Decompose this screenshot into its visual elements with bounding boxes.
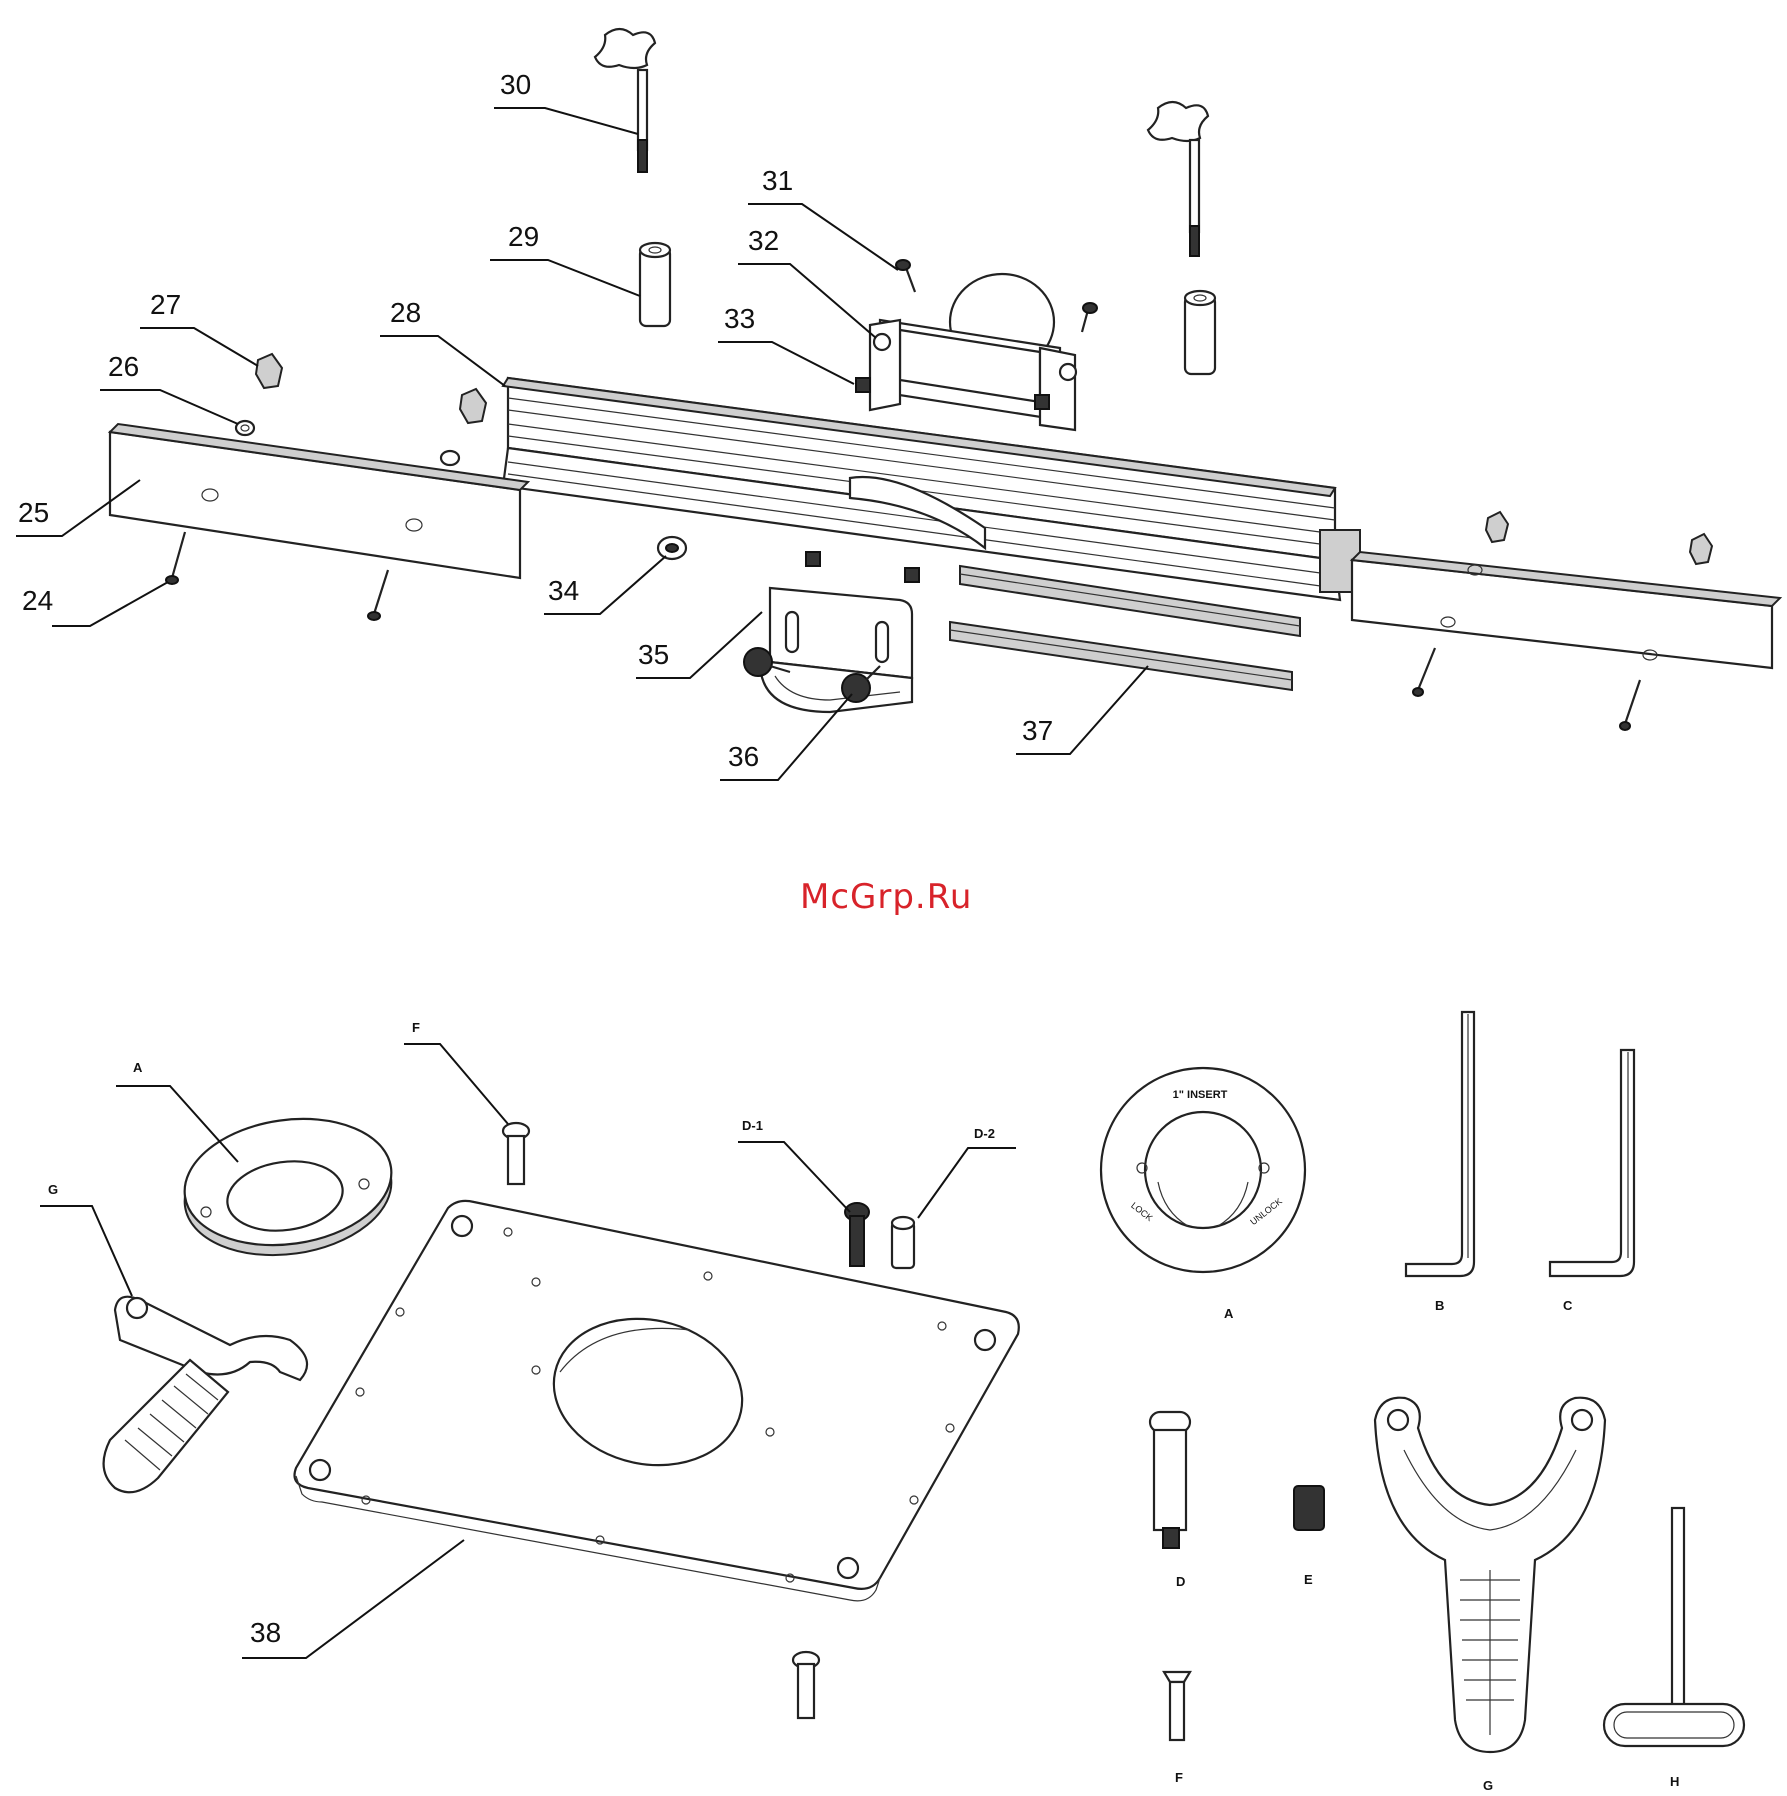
label-25: 25 — [18, 497, 49, 528]
accessory-label-h: H — [1670, 1774, 1679, 1789]
label-a-left: A — [133, 1060, 143, 1075]
accessory-e-set-screw — [1294, 1486, 1324, 1530]
label-29: 29 — [508, 221, 539, 252]
knob-30-part — [595, 29, 655, 172]
label-33: 33 — [724, 303, 755, 334]
callout-24: 24 — [22, 582, 168, 626]
accessory-label-f: F — [1175, 1770, 1183, 1785]
label-f-left: F — [412, 1020, 420, 1035]
callout-33: 33 — [718, 303, 854, 384]
callout-37: 37 — [1016, 666, 1148, 754]
label-28: 28 — [390, 297, 421, 328]
callout-28: 28 — [380, 297, 505, 386]
callout-29: 29 — [490, 221, 640, 296]
callout-f-left: F — [404, 1020, 508, 1124]
callout-26: 26 — [100, 351, 238, 424]
label-34: 34 — [548, 575, 579, 606]
accessory-label-a: A — [1224, 1306, 1234, 1321]
callout-d2: D-2 — [918, 1126, 1016, 1218]
guard-bracket-part — [870, 260, 1097, 430]
label-37: 37 — [1022, 715, 1053, 746]
label-d1: D-1 — [742, 1118, 763, 1133]
accessory-d-pin — [1150, 1412, 1190, 1548]
wrench-g-part — [104, 1297, 307, 1493]
screw-under-plate-part — [793, 1652, 819, 1718]
label-g-left: G — [48, 1182, 58, 1197]
clip-27-part — [256, 354, 486, 423]
label-32: 32 — [748, 225, 779, 256]
callout-30: 30 — [494, 69, 638, 134]
accessory-label-g: G — [1483, 1778, 1493, 1793]
ring-top-text: 1" INSERT — [1173, 1089, 1228, 1101]
bolt-d1-part — [845, 1203, 869, 1266]
accessory-label-d: D — [1176, 1574, 1185, 1589]
callout-34: 34 — [544, 556, 666, 614]
accessory-g-spanner — [1375, 1398, 1605, 1752]
label-27: 27 — [150, 289, 181, 320]
accessory-h-t-key — [1604, 1508, 1744, 1746]
spacer-29-part — [640, 243, 670, 326]
knob-right-part — [1148, 102, 1208, 256]
label-26: 26 — [108, 351, 139, 382]
screw-f-part — [503, 1123, 529, 1184]
accessory-c-hex-key — [1550, 1050, 1634, 1276]
fence-extrusion-part — [503, 378, 1360, 600]
callout-35: 35 — [636, 612, 762, 678]
accessory-f-screw — [1164, 1672, 1190, 1740]
right-fence-board-part — [1352, 512, 1780, 730]
label-31: 31 — [762, 165, 793, 196]
accessory-label-e: E — [1304, 1572, 1313, 1587]
spacer-d2-part — [892, 1217, 914, 1268]
accessory-a-ring: 1" INSERT LOCK UNLOCK — [1101, 1068, 1305, 1272]
label-d2: D-2 — [974, 1126, 995, 1141]
label-24: 24 — [22, 585, 53, 616]
left-fence-board-part — [110, 424, 528, 578]
accessory-label-c: C — [1563, 1298, 1573, 1313]
label-30: 30 — [500, 69, 531, 100]
callout-38: 38 — [242, 1540, 464, 1658]
label-38: 38 — [250, 1617, 281, 1648]
hold-down-bracket-35-part — [760, 588, 912, 712]
callout-27: 27 — [140, 289, 258, 366]
accessory-b-hex-key — [1406, 1012, 1474, 1276]
label-35: 35 — [638, 639, 669, 670]
callout-g-left: G — [40, 1182, 132, 1296]
accessory-label-b: B — [1435, 1298, 1444, 1313]
callout-d1: D-1 — [738, 1118, 850, 1212]
watermark-text: McGrp.Ru — [800, 877, 972, 917]
callout-32: 32 — [738, 225, 876, 338]
label-36: 36 — [728, 741, 759, 772]
spacer-right-part — [1185, 291, 1215, 374]
washer-34-part — [658, 537, 686, 559]
